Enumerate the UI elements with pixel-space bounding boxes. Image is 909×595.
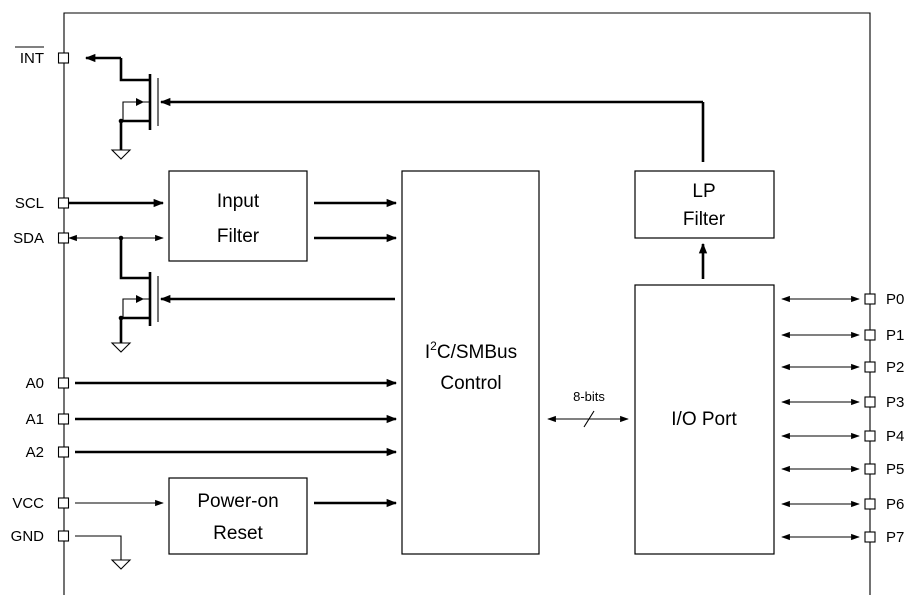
input-filter-line2: Filter <box>217 226 260 247</box>
input-filter-block <box>168 170 308 262</box>
pin-scl-pad <box>57 197 70 209</box>
port-label-p5: P5 <box>886 461 904 478</box>
lp-filter-line2: Filter <box>683 209 726 230</box>
pin-a2-pad <box>57 446 70 458</box>
power-on-reset-block <box>168 477 308 555</box>
power-on-reset-line2: Reset <box>213 523 263 544</box>
port-label-p1: P1 <box>886 327 904 344</box>
port-label-p4: P4 <box>886 428 904 445</box>
pin-a0-pad <box>57 377 70 389</box>
port-label-p6: P6 <box>886 496 904 513</box>
bus-slash <box>583 410 595 428</box>
port-pad-p5 <box>864 463 876 475</box>
power-on-reset-line1: Power-on <box>197 491 278 512</box>
lp-filter-line1: LP <box>692 181 715 202</box>
gnd-symbol <box>110 559 132 570</box>
pin-sda-label: SDA <box>13 230 44 247</box>
io-port-label: I/O Port <box>671 409 737 430</box>
pin-a0-label: A0 <box>26 375 44 392</box>
bus-width-label: 8-bits <box>573 389 605 404</box>
input-filter-line1: Input <box>217 191 260 212</box>
port-label-p0: P0 <box>886 291 904 308</box>
i2c-smbus-control-line1: I2C/SMBus <box>425 339 517 363</box>
gnd-wire <box>75 535 122 560</box>
port-pad-p4 <box>864 430 876 442</box>
pin-int-pad <box>57 52 70 64</box>
pin-gnd-pad <box>57 530 70 542</box>
pin-a1-label: A1 <box>26 411 44 428</box>
port-pad-p3 <box>864 396 876 408</box>
pin-vcc-label: VCC <box>12 495 44 512</box>
pin-vcc-pad <box>57 497 70 509</box>
pin-int-label: INT <box>20 50 44 67</box>
port-label-p2: P2 <box>886 359 904 376</box>
pin-a1-pad <box>57 413 70 425</box>
port-pad-p2 <box>864 361 876 373</box>
port-label-p7: P7 <box>886 529 904 546</box>
port-pad-p1 <box>864 329 876 341</box>
i2c-smbus-control-block <box>401 170 540 555</box>
pin-scl-label: SCL <box>15 195 44 212</box>
io-port-block <box>634 284 775 555</box>
port-pad-p7 <box>864 531 876 543</box>
pin-a2-label: A2 <box>26 444 44 461</box>
pin-gnd-label: GND <box>11 528 45 545</box>
sda-transistor <box>110 235 395 353</box>
i2c-smbus-control-line2: Control <box>440 373 501 394</box>
lp-filter-block <box>634 170 775 239</box>
pin-sda-pad <box>57 232 70 244</box>
port-pad-p6 <box>864 498 876 510</box>
port-label-p3: P3 <box>886 394 904 411</box>
int-transistor <box>84 53 705 162</box>
port-pad-p0 <box>864 293 876 305</box>
